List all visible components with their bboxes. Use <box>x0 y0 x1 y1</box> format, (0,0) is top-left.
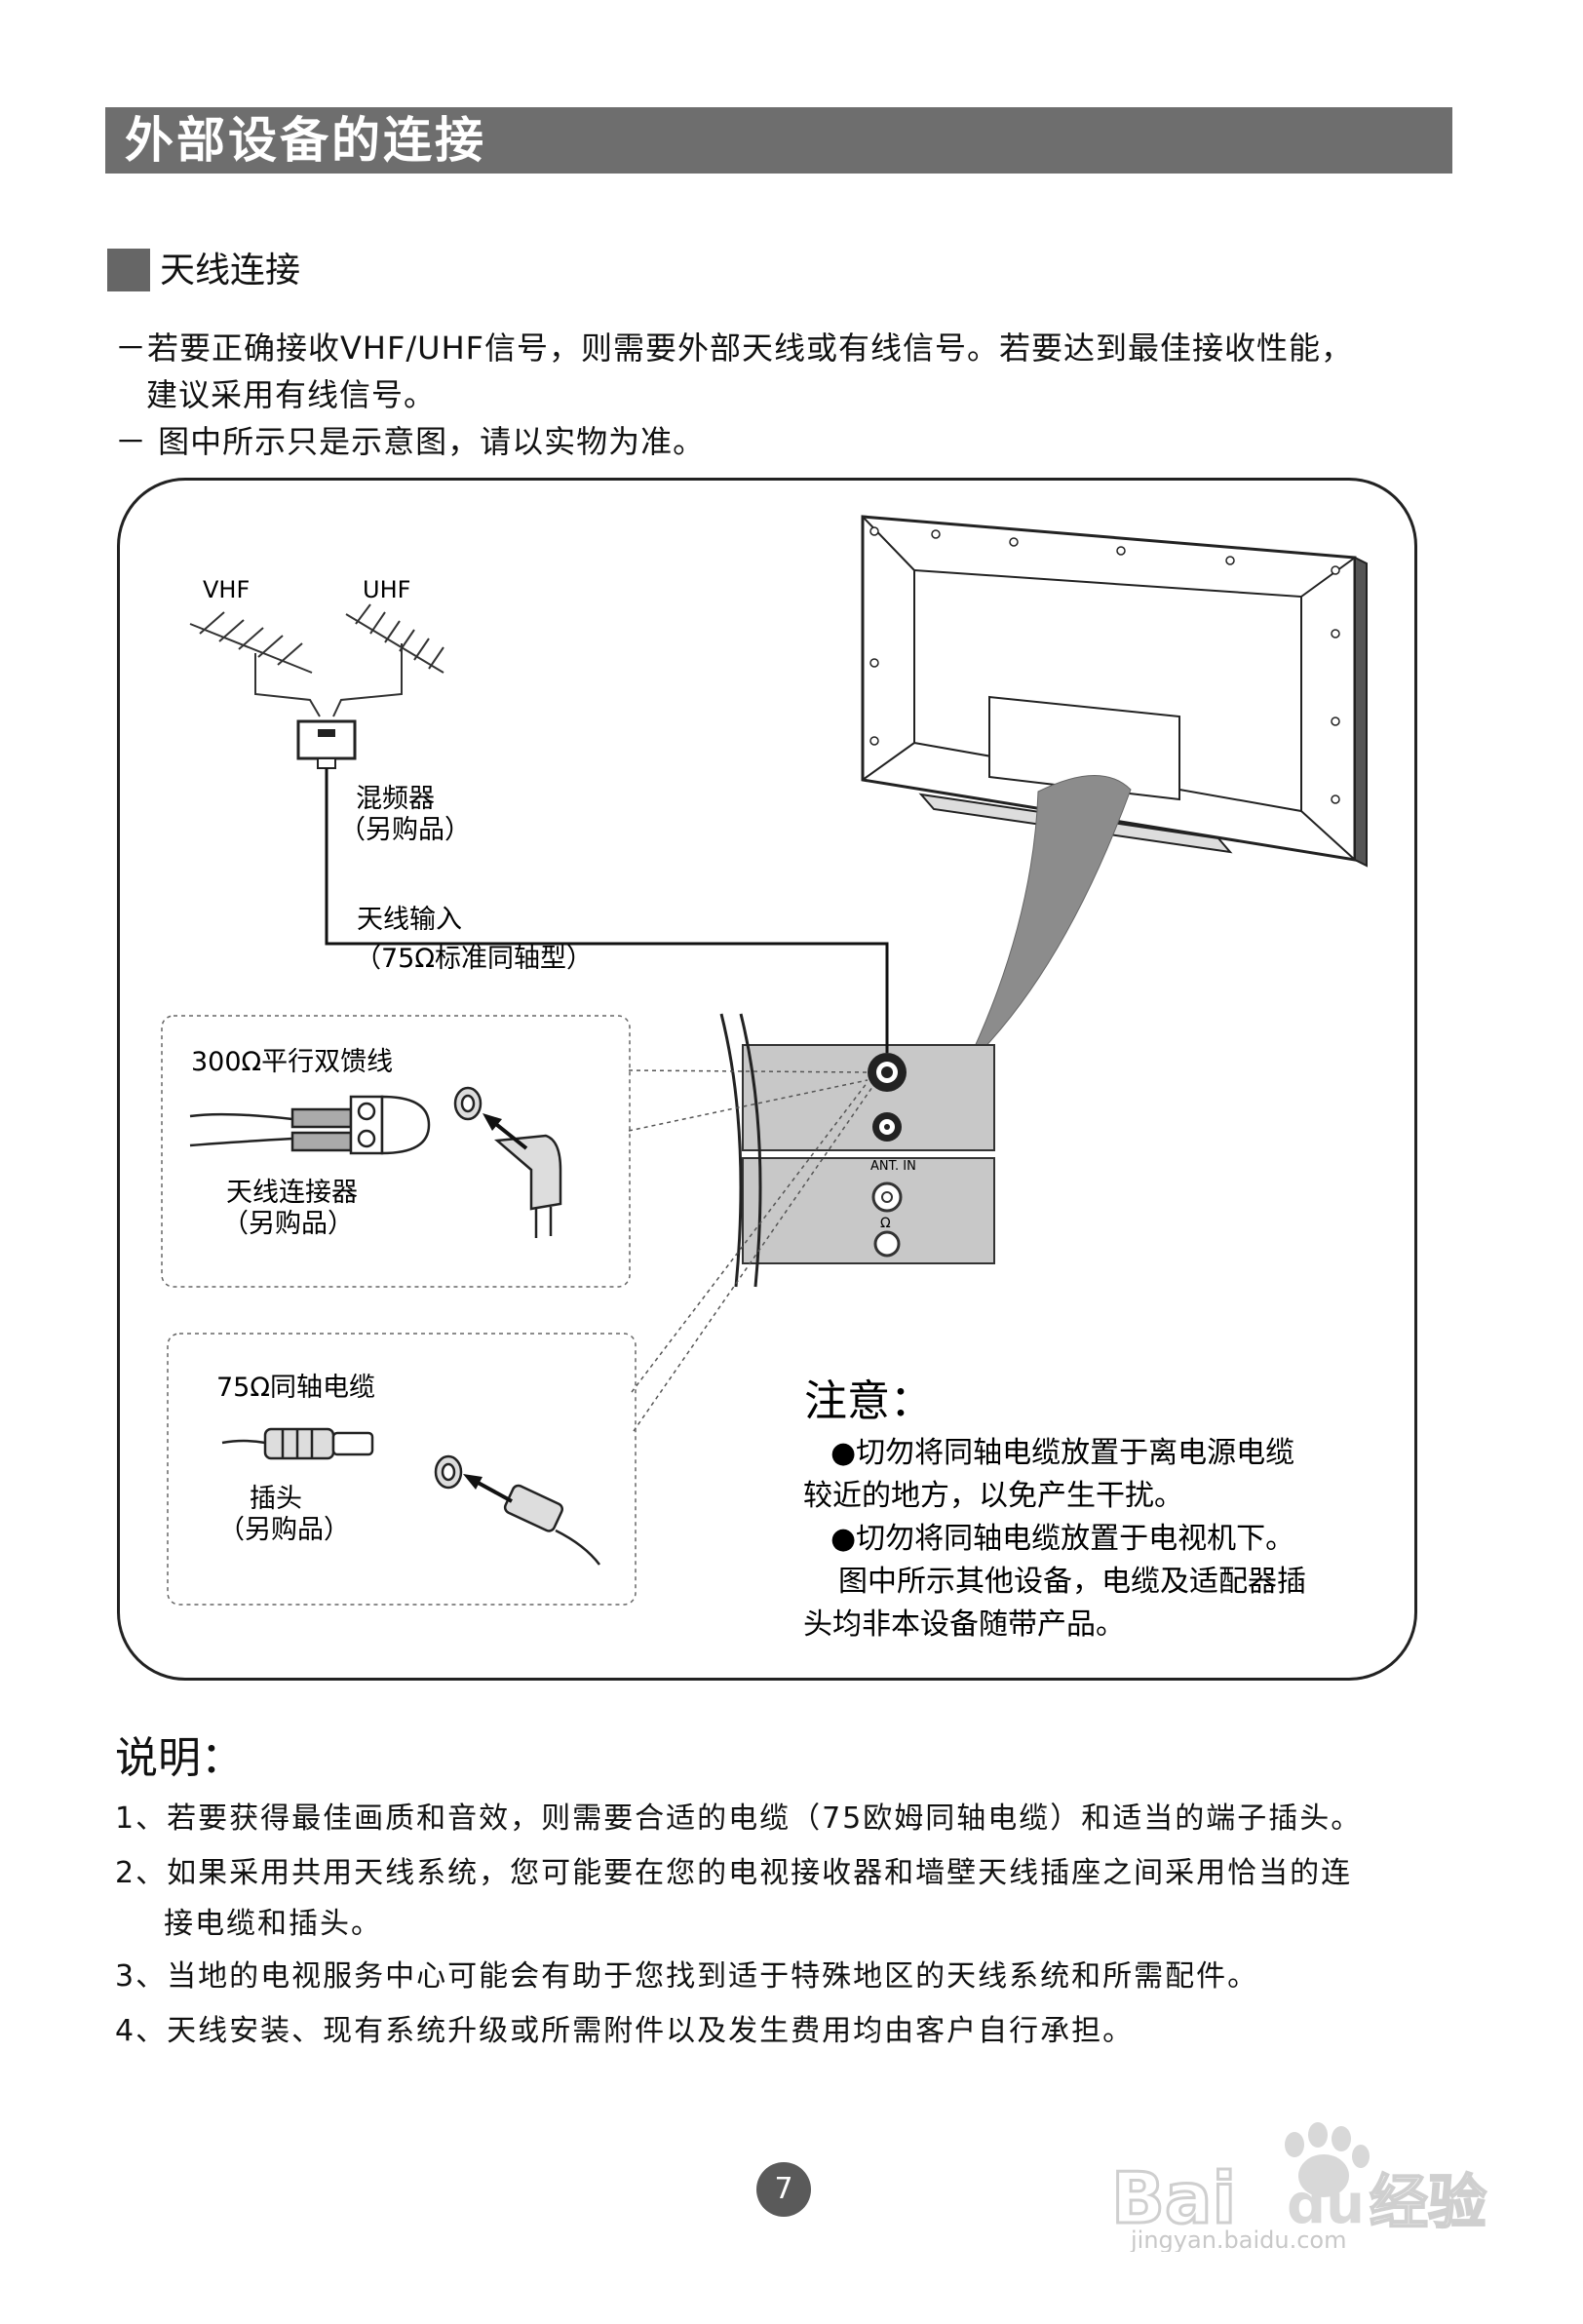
explanation-item-2: 2、如果采用共用天线系统，您可能要在您的电视接收器和墙壁天线插座之间采用恰当的连 <box>115 1856 1353 1890</box>
explanation-item-1: 1、若要获得最佳画质和音效，则需要合适的电缆（75欧姆同轴电缆）和适当的端子插头… <box>115 1801 1363 1836</box>
coax-arrow <box>472 1478 513 1503</box>
uhf-label: UHF <box>363 576 410 603</box>
watermark-product: 经验 <box>1370 2169 1486 2237</box>
explanation-item-4: 4、天线安装、现有系统升级或所需附件以及发生费用均由客户自行承担。 <box>115 2014 1135 2048</box>
feeder-label: 300Ω平行双馈线 <box>191 1047 393 1077</box>
mixer-note: （另购品） <box>339 815 471 845</box>
vhf-label: VHF <box>203 576 250 603</box>
page-title: 外部设备的连接 <box>125 112 486 169</box>
intro-line-3: － 图中所示只是示意图，请以实物为准。 <box>115 423 706 460</box>
title-bar <box>105 107 1452 174</box>
tv-rear-illustration <box>861 515 1368 1068</box>
feeder-box <box>161 1015 631 1288</box>
explanation-item-2-cont: 接电缆和插头。 <box>164 1907 382 1941</box>
mixer-box <box>296 719 357 769</box>
omega-label: Ω <box>880 1216 891 1231</box>
connection-diagram: ANT. IN Ω VHF UHF 混频器 （另购品） 天线输入 （75Ω标准同… <box>161 515 1368 1642</box>
diagram-panel <box>117 478 1417 1681</box>
connector-note: （另购品） <box>222 1209 354 1239</box>
feeder-illustration <box>189 1086 562 1238</box>
coax-label: 75Ω同轴电缆 <box>216 1373 375 1403</box>
note-line-5: 头均非本设备随带产品。 <box>803 1607 1125 1642</box>
leader-lines <box>628 1069 873 1432</box>
watermark-brand: Bai <box>1111 2157 1236 2239</box>
ant-in-label: ANT. IN <box>870 1159 916 1174</box>
note-line-4: 图中所示其他设备，电缆及适配器插 <box>838 1565 1306 1599</box>
explanation-heading: 说明： <box>115 1733 244 1783</box>
intro-line-2: 建议采用有线信号。 <box>146 376 437 413</box>
notes-heading: 注意： <box>804 1376 933 1426</box>
section-title: 天线连接 <box>160 251 301 290</box>
page-number: 7 <box>756 2162 811 2217</box>
paw-icon <box>1285 2122 1370 2197</box>
ant-input-spec: （75Ω标准同轴型） <box>355 944 593 974</box>
intro-line-1: －若要正确接收VHF/UHF信号，则需要外部天线或有线信号。若要达到最佳接收性能… <box>115 329 1354 367</box>
antenna-cable <box>325 768 889 1053</box>
ant-input-label: 天线输入 <box>357 905 462 935</box>
note-line-1: ●切勿将同轴电缆放置于离电源电缆 <box>830 1436 1294 1470</box>
explanation-item-3: 3、当地的电视服务中心可能会有助于您找到适于特殊地区的天线系统和所需配件。 <box>115 1959 1259 1994</box>
section-marker <box>107 249 150 291</box>
watermark-brand2: du <box>1287 2173 1365 2236</box>
terminal-panel: ANT. IN Ω <box>719 1013 995 1288</box>
mixer-label: 混频器 <box>356 784 435 814</box>
connector-label: 天线连接器 <box>226 1178 358 1208</box>
plug-note: （另购品） <box>218 1515 350 1545</box>
coax-illustration <box>221 1427 600 1566</box>
note-line-3: ●切勿将同轴电缆放置于电视机下。 <box>830 1522 1294 1556</box>
baidu-watermark: Bai du 经验 jingyan.baidu.com <box>1111 2122 1487 2252</box>
watermark-url: jingyan.baidu.com <box>1130 2227 1346 2252</box>
note-line-2: 较近的地方，以免产生干扰。 <box>803 1479 1183 1513</box>
plug-label: 插头 <box>250 1484 302 1514</box>
antennas <box>189 603 444 717</box>
coax-box <box>167 1333 637 1606</box>
feeder-arrow <box>490 1119 528 1150</box>
